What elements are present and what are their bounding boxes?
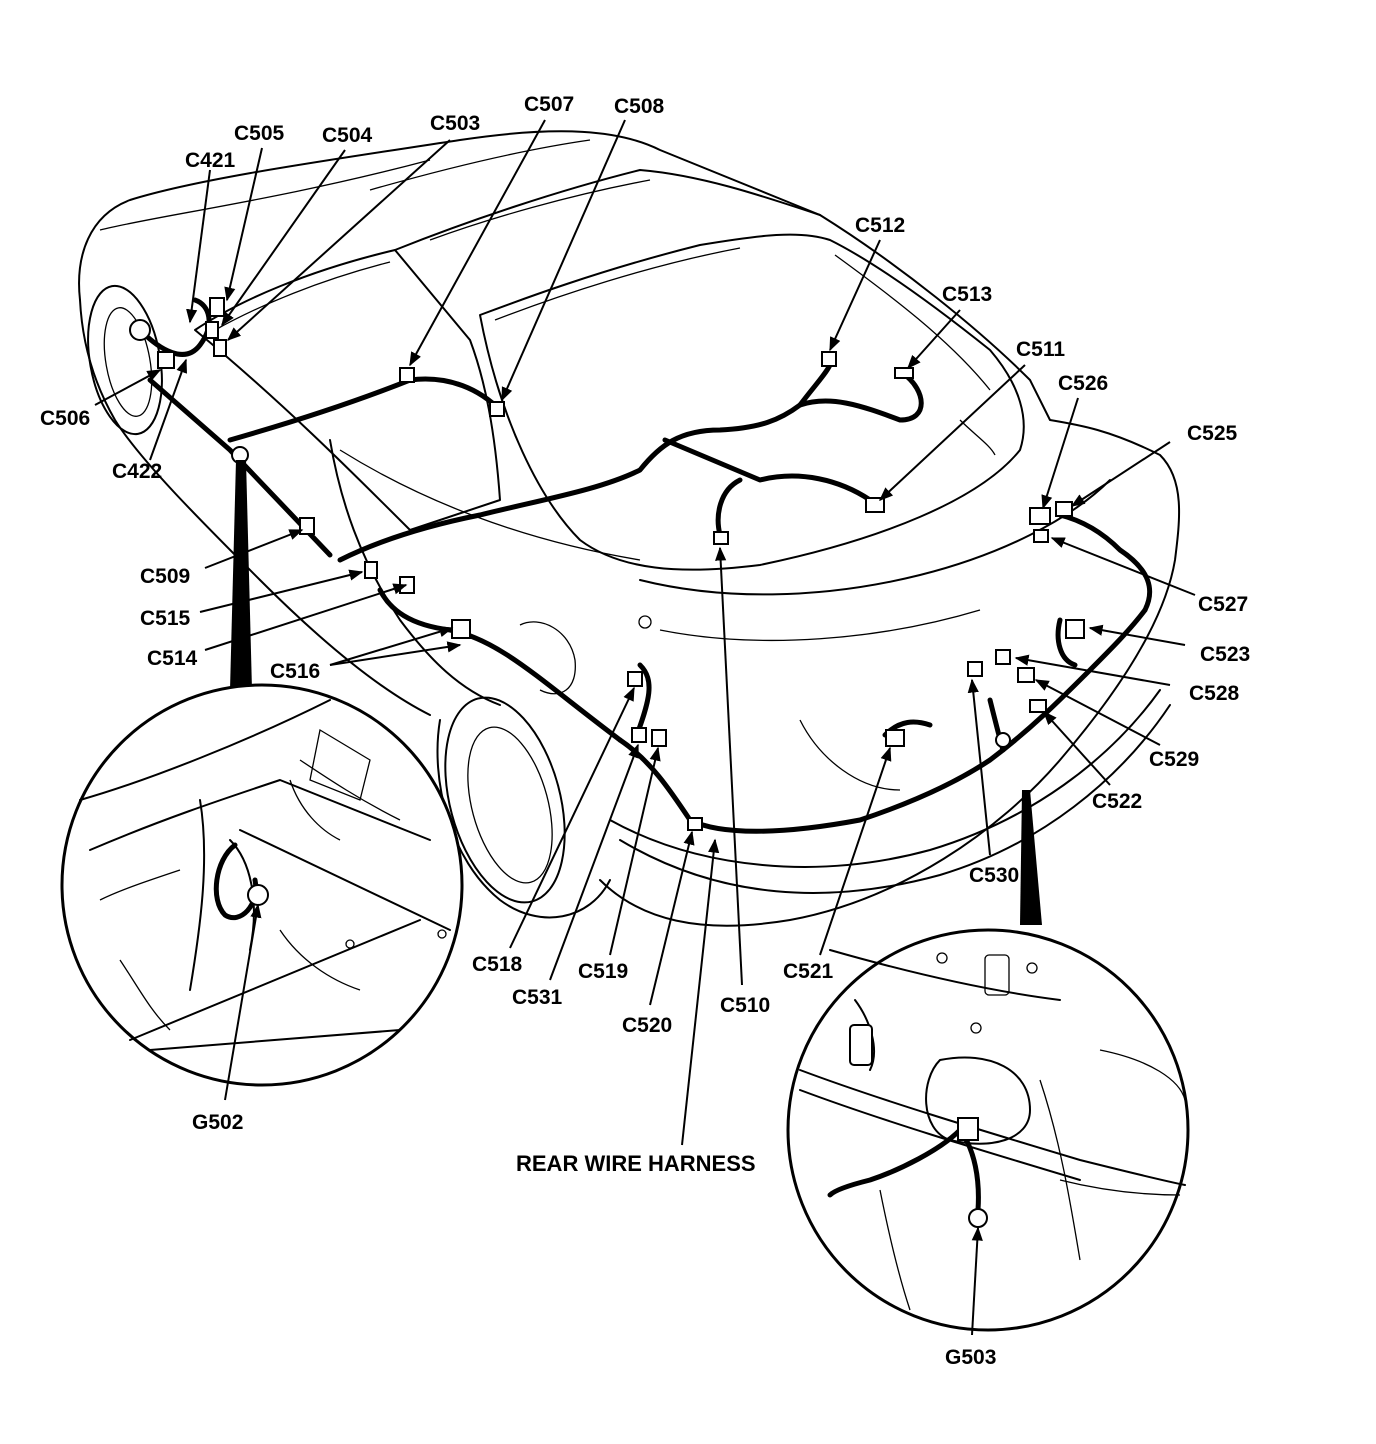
connector-c503 bbox=[213, 339, 227, 357]
connector-c523 bbox=[1065, 619, 1085, 639]
connector-c504 bbox=[205, 321, 219, 339]
label-c516: C516 bbox=[270, 660, 320, 683]
connector-c530 bbox=[967, 661, 983, 677]
connector-c516 bbox=[451, 619, 471, 639]
label-g503: G503 bbox=[945, 1346, 996, 1369]
connector-c422 bbox=[157, 351, 175, 369]
label-c518: C518 bbox=[472, 953, 523, 976]
connector-c518 bbox=[627, 671, 643, 687]
label-c514: C514 bbox=[147, 647, 198, 670]
component-labels: C421 C505 C504 C503 C507 C508 C512 C513 … bbox=[40, 93, 1250, 1369]
connector-c531 bbox=[631, 727, 647, 743]
label-c506: C506 bbox=[40, 407, 90, 430]
connector-c526 bbox=[1029, 507, 1051, 525]
connector-c528 bbox=[995, 649, 1011, 665]
ground-g503-point bbox=[995, 732, 1011, 748]
connector-c513 bbox=[894, 367, 914, 379]
label-c523: C523 bbox=[1200, 643, 1250, 666]
label-c422: C422 bbox=[112, 460, 162, 483]
label-c513: C513 bbox=[942, 283, 992, 306]
connector-c508 bbox=[489, 401, 505, 417]
label-c503: C503 bbox=[430, 112, 480, 135]
connector-c512 bbox=[821, 351, 837, 367]
label-c526: C526 bbox=[1058, 372, 1108, 395]
connector-c522 bbox=[1029, 699, 1047, 713]
label-c527: C527 bbox=[1198, 593, 1248, 616]
connector-c507 bbox=[399, 367, 415, 383]
label-c529: C529 bbox=[1149, 748, 1199, 771]
connector-c515 bbox=[364, 561, 378, 579]
connector-c506 bbox=[129, 319, 151, 341]
label-c507: C507 bbox=[524, 93, 574, 116]
label-c510: C510 bbox=[720, 994, 770, 1017]
label-c519: C519 bbox=[578, 960, 628, 983]
connector-c527 bbox=[1033, 529, 1049, 543]
label-c421: C421 bbox=[185, 149, 236, 172]
connector-c520 bbox=[687, 817, 703, 831]
detail-g503 bbox=[786, 790, 1190, 1332]
connector-c519 bbox=[651, 729, 667, 747]
label-c515: C515 bbox=[140, 607, 191, 630]
detail-g502 bbox=[60, 460, 464, 1087]
label-c525: C525 bbox=[1187, 422, 1238, 445]
label-c511: C511 bbox=[1016, 338, 1065, 361]
leader-lines bbox=[94, 119, 1196, 1336]
label-c505: C505 bbox=[234, 122, 285, 145]
label-g502: G502 bbox=[192, 1111, 243, 1134]
connector-c509 bbox=[299, 517, 315, 535]
label-c528: C528 bbox=[1189, 682, 1240, 705]
label-c504: C504 bbox=[322, 124, 373, 147]
connector-c525 bbox=[1055, 501, 1073, 517]
label-c530: C530 bbox=[969, 864, 1019, 887]
label-c508: C508 bbox=[614, 95, 665, 118]
connector-c529 bbox=[1017, 667, 1035, 683]
label-c521: C521 bbox=[783, 960, 834, 983]
connector-c505 bbox=[209, 297, 225, 317]
label-c512: C512 bbox=[855, 214, 905, 237]
connector-c514 bbox=[399, 576, 415, 594]
label-rear-wire-harness: REAR WIRE HARNESS bbox=[516, 1151, 756, 1176]
label-c509: C509 bbox=[140, 565, 190, 588]
label-c531: C531 bbox=[512, 986, 563, 1009]
connector-c510 bbox=[713, 531, 729, 545]
label-c520: C520 bbox=[622, 1014, 672, 1037]
connectors bbox=[129, 297, 1085, 831]
label-c522: C522 bbox=[1092, 790, 1142, 813]
connector-c521 bbox=[885, 729, 905, 747]
connector-c511 bbox=[865, 497, 885, 513]
